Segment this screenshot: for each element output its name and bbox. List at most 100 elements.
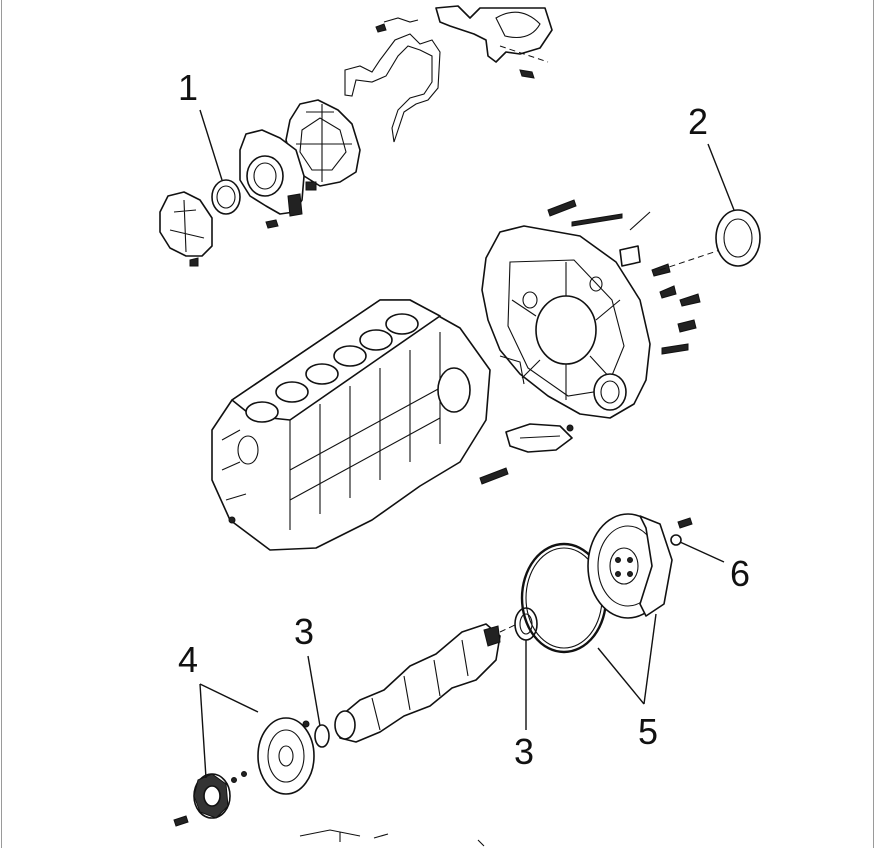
bracket-pin [566,424,574,432]
block-skirt-lines [289,387,441,501]
crank-front-pin [302,720,310,728]
housing-tab [305,181,317,191]
bottom-fragment [299,829,485,847]
damper-pin-2 [231,777,237,783]
housing-lower-bracket [505,423,573,453]
flywheel-bolt-4 [627,571,633,577]
upper-cover-opening [495,11,541,39]
flywheel-bolt-1 [615,557,621,563]
callout-4: 4 [178,639,198,680]
housing-cover-block [619,245,641,267]
callout-3-front: 3 [294,611,314,652]
starter-opening-inner [600,380,620,404]
housing-bolt-1 [547,199,577,217]
right-border-line [873,0,874,848]
cylinder-bore-4 [333,345,367,367]
starter-opening [593,373,627,411]
timing-cover-ribs [299,117,347,171]
crank-front-ring [314,724,330,748]
cylinder-bore-2 [275,381,309,403]
leader-lines [199,109,735,779]
cylinder-bore-1 [245,401,279,423]
leader-2 [707,143,735,211]
callouts: 1 2 3 3 4 5 6 [178,67,750,772]
housing-seal-inner [253,162,277,190]
bracket-bolt [479,467,509,485]
rear-housing-group [479,199,761,485]
callout-3-rear: 3 [514,731,534,772]
pulley-bolt [173,815,189,827]
crankshaft-nose [334,710,356,740]
crank-pulley-hub [203,785,221,807]
left-border-line [1,0,2,848]
leader-1 [199,109,223,181]
cylinder-bore-6 [385,313,419,335]
callout-1: 1 [178,67,198,108]
housing-bolt-5 [679,293,701,307]
block-front-bosses [221,429,247,501]
rear-crank-seal-inner [723,218,753,258]
pilot-bushing [670,534,682,546]
flywheel-ring-gear [639,515,673,617]
front-crank-seal [211,179,241,215]
crankshaft [335,623,501,743]
callout-5: 5 [638,711,658,752]
gasket-top-edge [383,17,419,23]
housing-spokes [511,262,621,400]
leader-5-gasket [597,647,645,705]
seal-axis-line [659,249,721,271]
housing-bolt-4 [659,285,677,299]
crank-damper-rim [267,729,305,783]
front-cover-group [159,5,553,267]
timing-cover-webs [296,104,352,182]
flywheel-hub [609,547,639,585]
pilot-bolt [677,517,693,529]
front-cover-plate [159,191,213,257]
damper-pin-1 [241,771,247,777]
block-rear-bore [437,367,471,413]
housing-bolt-6 [677,319,697,333]
upper-bolt-axis [499,45,549,63]
housing-bolt-7 [661,343,689,355]
leader-4-pulley [199,683,207,779]
housing-bolt-2 [571,213,623,227]
housing-hole-2 [589,276,603,292]
housing-seal-bore [246,155,284,197]
leader-3-front [307,655,321,727]
bracket-rib [519,435,561,439]
front-cover-plate-bolt [189,257,199,267]
front-cover-plate-webs [169,199,205,253]
crank-damper-hub [278,745,294,767]
flywheel-bolt-2 [627,557,633,563]
block-main-webs [289,332,441,530]
crankshaft-webs [371,639,469,731]
gasket-bolt [375,23,387,33]
engine-block [211,299,491,551]
front-cover-gasket [344,33,441,143]
housing-hole-1 [522,291,538,309]
front-crank-seal-inner [216,185,236,209]
housing-bolt [265,219,279,229]
housing-boss [287,193,303,217]
flywheel-bolt-3 [615,571,621,577]
callout-6: 6 [730,553,750,594]
crankshaft-group [173,513,693,827]
callout-2: 2 [688,101,708,142]
housing-center-bore [535,295,597,365]
leader-4-damper [199,683,259,713]
block-plug [228,516,236,524]
cylinder-bore-5 [359,329,393,351]
cylinder-bore-3 [305,363,339,385]
leader-5-flywheel [643,613,657,705]
leader-6 [679,541,725,563]
housing-lower-flange [499,355,525,385]
crankshaft-flange [483,625,501,647]
rear-crank-seal [715,209,761,267]
block-front-bore [237,435,259,465]
crank-damper [257,717,315,795]
upper-bolt [519,69,535,79]
upper-cover-fragment [435,5,553,63]
crank-axis-line [499,624,516,633]
dowel-pin [629,211,651,231]
